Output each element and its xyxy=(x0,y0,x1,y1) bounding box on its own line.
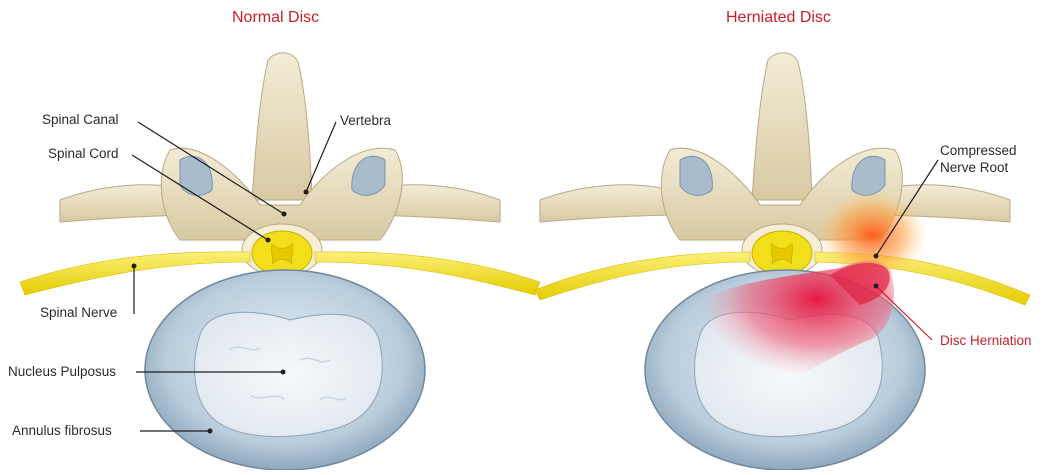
spinous-process-h xyxy=(752,53,812,200)
spinous-process xyxy=(252,53,312,200)
label-spinal-canal: Spinal Canal xyxy=(42,112,119,128)
normal-disc-title: Normal Disc xyxy=(232,9,319,27)
label-compressed: Compressed xyxy=(940,143,1017,159)
label-disc-herniation: Disc Herniation xyxy=(940,333,1032,349)
label-annulus-fibrosus: Annulus fibrosus xyxy=(12,423,112,439)
label-nerve-root: Nerve Root xyxy=(940,160,1008,176)
label-nucleus-pulposus: Nucleus Pulposus xyxy=(8,364,116,380)
label-spinal-nerve: Spinal Nerve xyxy=(40,305,117,321)
herniated-disc-figure xyxy=(535,53,1030,470)
nucleus-pulposus-normal xyxy=(195,312,383,436)
label-vertebra: Vertebra xyxy=(340,113,391,129)
label-spinal-cord: Spinal Cord xyxy=(48,146,119,162)
herniated-disc-title: Herniated Disc xyxy=(726,9,831,27)
